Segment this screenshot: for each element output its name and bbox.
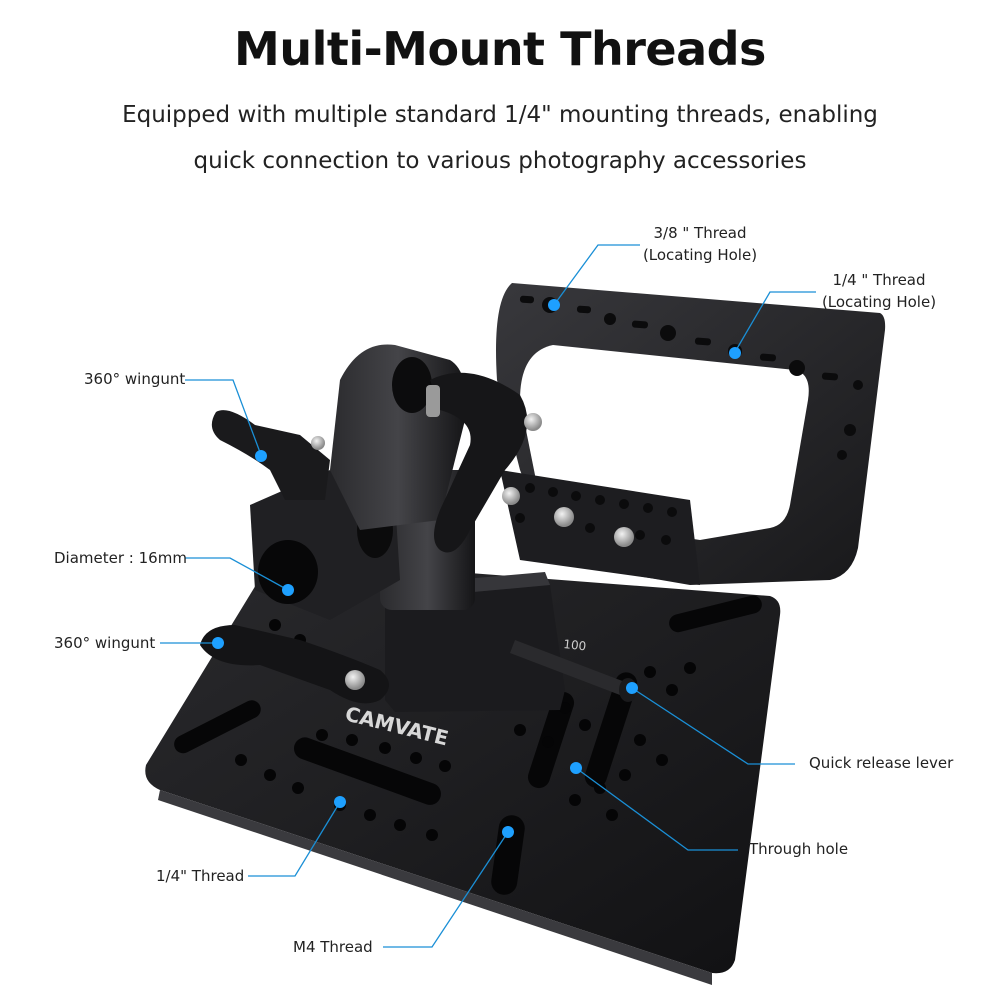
cage-frame: [496, 283, 886, 585]
label-diameter: Diameter : 16mm: [54, 549, 187, 567]
page-title: Multi-Mount Threads: [234, 22, 766, 76]
label-wingunt-lower: 360° wingunt: [54, 634, 156, 652]
subtitle-line-1: Equipped with multiple standard 1/4" mou…: [122, 102, 878, 128]
marker-dot-m4-thread: [502, 826, 514, 838]
callout-line-38-thread: [553, 244, 640, 306]
marker-dot-through-hole: [570, 762, 582, 774]
marker-dot-wingunt-upper: [255, 450, 267, 462]
label-38-thread: 3/8 " Thread (Locating Hole): [640, 222, 760, 266]
callout-line-diameter: [185, 557, 289, 591]
label-14-top-thread-line1: 1/4 " Thread: [832, 271, 926, 289]
scale-mark-text: 100: [563, 637, 587, 653]
marker-dot-14-bottom-thread: [334, 796, 346, 808]
label-14-top-thread-line2: (Locating Hole): [821, 293, 937, 311]
marker-dot-14-top-thread: [729, 347, 741, 359]
label-through-hole: Through hole: [749, 840, 849, 858]
callout-line-14-bottom-thread: [248, 801, 341, 877]
callout-line-wingunt-upper: [185, 379, 262, 456]
label-m4-thread: M4 Thread: [293, 938, 373, 956]
subtitle-line-2: quick connection to various photography …: [193, 148, 807, 174]
callout-line-quick-release: [631, 687, 795, 765]
callout-line-through-hole: [575, 767, 738, 851]
label-quick-release: Quick release lever: [809, 754, 954, 772]
callout-lines: [160, 244, 816, 948]
label-14-top-thread: 1/4 " Thread (Locating Hole): [818, 269, 940, 313]
marker-dot-wingunt-lower: [212, 637, 224, 649]
marker-dot-quick-release: [626, 682, 638, 694]
label-14-bottom-thread: 1/4" Thread: [156, 867, 245, 885]
label-38-thread-line2: (Locating Hole): [642, 246, 758, 264]
rod-clamp: [200, 344, 637, 712]
label-wingunt-upper: 360° wingunt: [84, 370, 186, 388]
callout-line-14-top-thread: [734, 291, 816, 353]
marker-dot-38-thread: [548, 299, 560, 311]
callout-line-m4-thread: [383, 831, 509, 948]
marker-dot-diameter: [282, 584, 294, 596]
callout-markers: [212, 299, 741, 838]
label-38-thread-line1: 3/8 " Thread: [653, 224, 747, 242]
